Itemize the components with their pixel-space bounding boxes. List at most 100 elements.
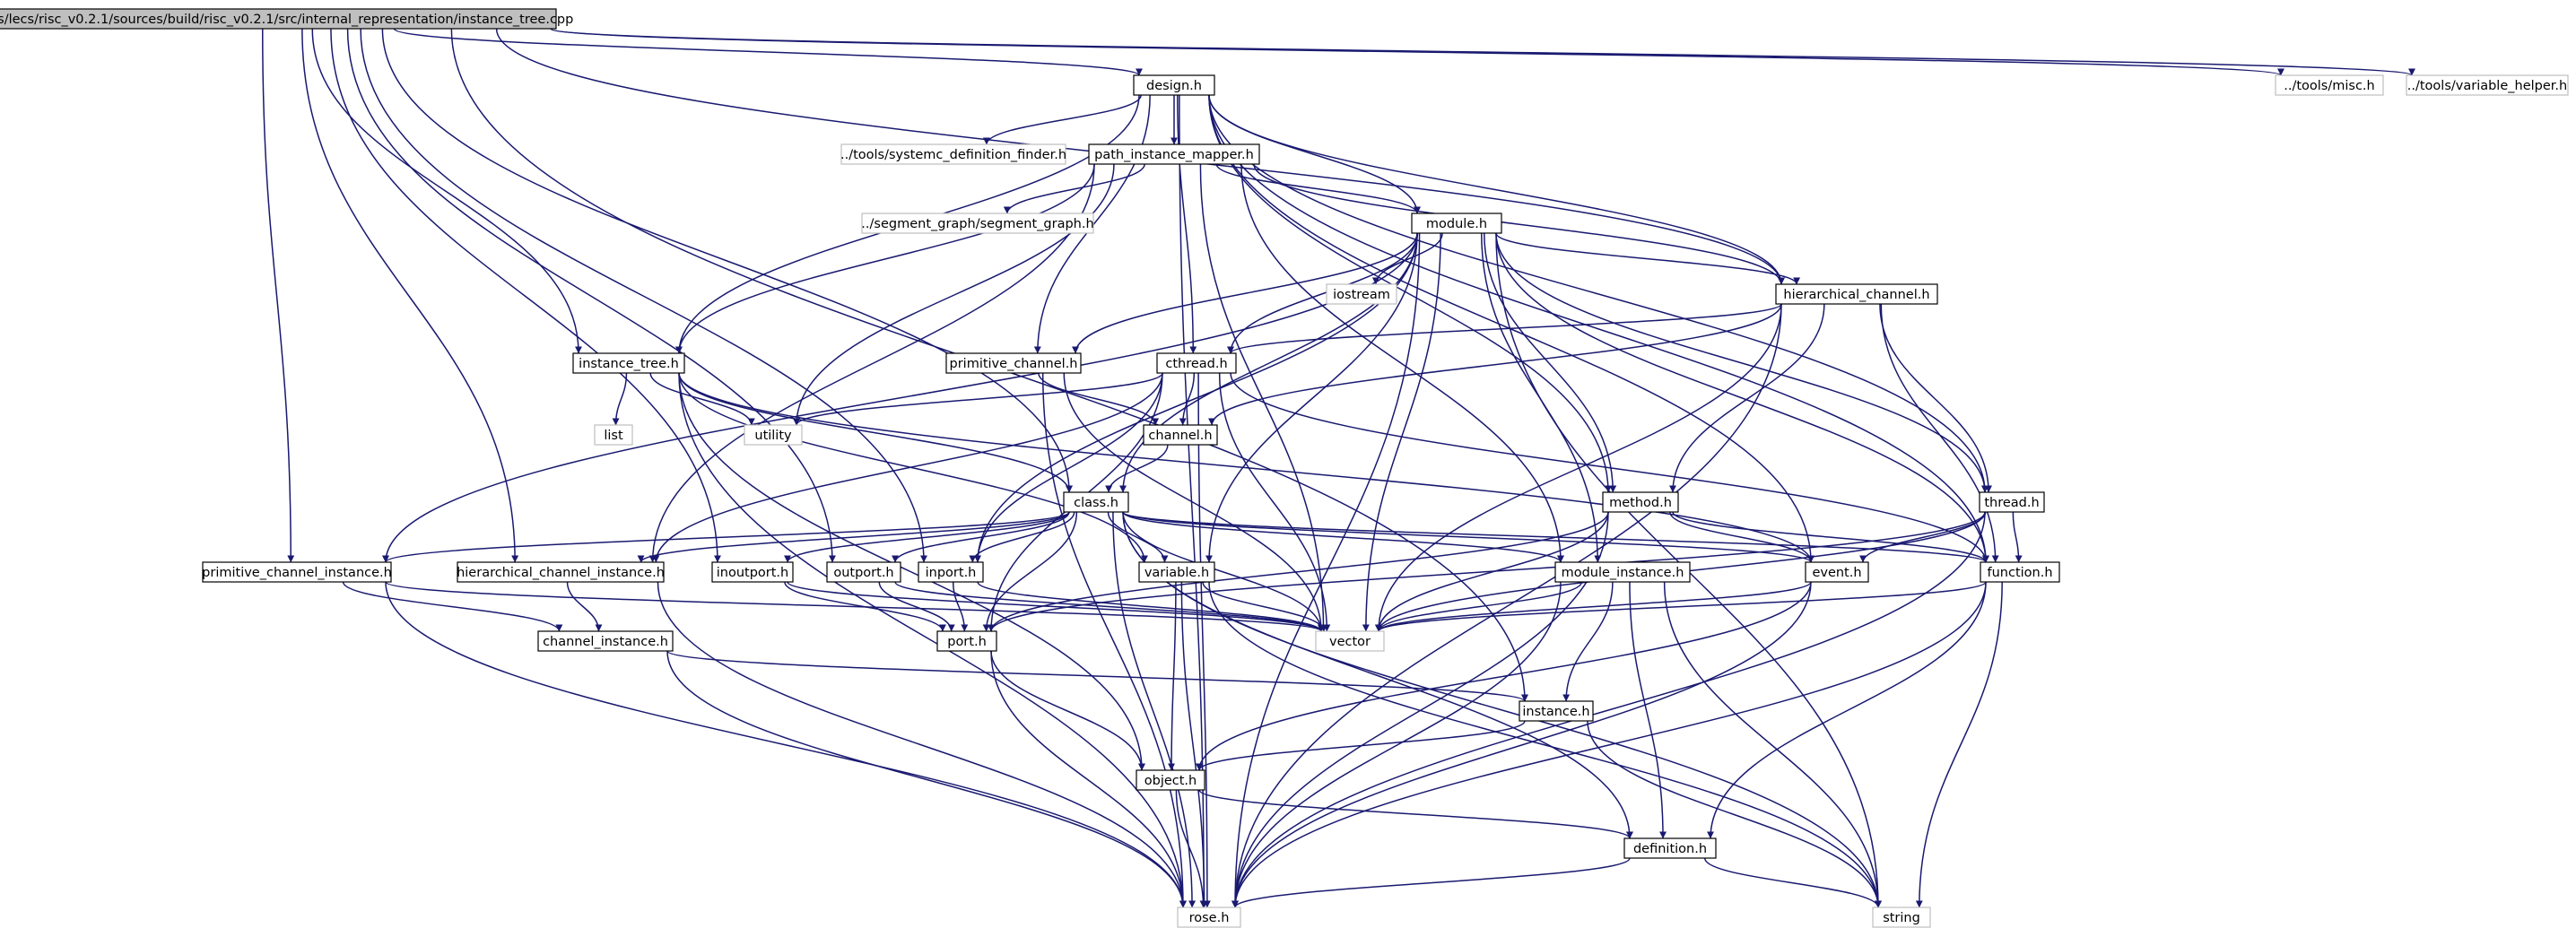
node-label-seggraph: ../segment_graph/segment_graph.h [861,217,1093,231]
node-variable[interactable]: variable.h [1138,561,1215,583]
node-channel[interactable]: channel.h [1143,424,1218,446]
node-label-pci: primitive_channel_instance.h [202,566,392,580]
edge-pci-to-rose [385,581,1187,908]
node-class[interactable]: class.h [1063,491,1129,513]
edge-pim-to-utility [793,163,1115,426]
edge-modinst-to-definition [1629,581,1667,839]
node-primch[interactable]: primitive_channel.h [945,352,1082,374]
edge-variable-to-rose [1180,581,1208,908]
node-root[interactable]: /local/lecs/lecs/risc_v0.2.1/sources/bui… [0,8,573,30]
node-label-list: list [604,429,623,443]
node-event[interactable]: event.h [1805,561,1869,583]
node-label-channel: channel.h [1148,429,1212,443]
edge-cthread-to-utility [793,372,1163,426]
edge-object-to-rose [1175,789,1207,908]
node-inport[interactable]: inport.h [918,561,984,583]
edge-channel-to-class [1105,444,1169,493]
edge-class-to-pci [382,511,1070,563]
edge-hierch-to-thread [1879,303,1993,493]
edge-root-to-inoutport [330,28,721,563]
node-label-method: method.h [1609,496,1672,510]
nodes-layer: /local/lecs/lecs/risc_v0.2.1/sources/bui… [0,8,2569,928]
node-thread[interactable]: thread.h [1979,491,2045,513]
node-label-string: string [1883,911,1920,925]
node-box-instance [1519,700,1594,722]
edge-module-to-class [1119,232,1418,493]
edge-root-to-varhelper [550,28,2415,76]
node-label-root: /local/lecs/lecs/risc_v0.2.1/sources/bui… [0,13,573,27]
edge-class-to-event [1122,511,1815,563]
node-box-seggraph [861,213,1094,234]
node-modinst[interactable]: module_instance.h [1554,561,1691,583]
node-box-outport [826,561,901,583]
node-label-inport: inport.h [926,566,977,580]
node-box-cthread [1156,352,1237,374]
node-box-hierch [1775,283,1938,305]
node-pci[interactable]: primitive_channel_instance.h [202,561,392,583]
edge-class-to-string [1122,511,1882,908]
node-label-design: design.h [1146,79,1202,93]
node-outport[interactable]: outport.h [826,561,901,583]
node-label-hierch: hierarchical_channel.h [1783,288,1929,302]
node-label-itree: instance_tree.h [579,357,679,371]
node-varhelper: ../tools/variable_helper.h [2406,74,2569,96]
node-inoutport[interactable]: inoutport.h [711,561,794,583]
node-iostream: iostream [1326,283,1397,305]
edge-itree-to-class [678,372,1073,493]
node-module[interactable]: module.h [1411,213,1502,234]
node-method[interactable]: method.h [1602,491,1679,513]
edge-event-to-object [1196,581,1812,771]
edge-outport-to-port [878,581,955,632]
node-box-rose [1177,907,1241,928]
edge-class-to-inoutport [784,511,1070,563]
node-object[interactable]: object.h [1136,769,1205,791]
edge-inport-to-port [952,581,969,632]
edge-chinst-to-instance [666,650,1528,702]
node-itree[interactable]: instance_tree.h [572,352,685,374]
node-box-definition [1623,837,1717,859]
node-label-primch: primitive_channel.h [950,357,1078,371]
node-label-modinst: module_instance.h [1562,566,1684,580]
node-label-sysdef: ../tools/systemc_definition_finder.h [840,148,1066,162]
node-label-event: event.h [1812,566,1861,580]
node-sysdef: ../tools/systemc_definition_finder.h [840,143,1066,165]
node-utility: utility [744,424,803,446]
edge-class-to-function [1122,511,1989,563]
edge-inoutport-to-port [784,581,946,632]
edge-module-to-thread [1495,232,1989,493]
node-label-instance: instance.h [1522,705,1589,719]
node-chinst[interactable]: channel_instance.h [537,630,674,652]
node-label-outport: outport.h [833,566,893,580]
node-hci[interactable]: hierarchical_channel_instance.h [457,561,665,583]
node-definition[interactable]: definition.h [1623,837,1717,859]
edge-module-to-function [1495,232,1989,563]
node-label-port: port.h [947,635,987,649]
edge-class-to-modinst [1122,511,1564,563]
edge-pci-to-vector [385,581,1325,632]
node-port[interactable]: port.h [936,630,997,652]
node-cthread[interactable]: cthread.h [1156,352,1237,374]
edge-hierch-to-function [1880,303,1999,563]
node-hierch[interactable]: hierarchical_channel.h [1775,283,1938,305]
edge-class-to-inport [969,511,1075,563]
node-label-variable: variable.h [1144,566,1209,580]
edge-thread-to-function [2012,511,2023,563]
node-list: list [594,424,633,446]
node-design[interactable]: design.h [1133,74,1215,96]
edge-cthread-to-channel [1179,372,1196,426]
node-pim[interactable]: path_instance_mapper.h [1088,143,1260,165]
edge-itree-to-rose [678,372,1187,908]
edge-root-to-hci [301,28,519,563]
node-instance[interactable]: instance.h [1519,700,1594,722]
node-box-string [1872,907,1931,928]
node-label-chinst: channel_instance.h [543,635,668,649]
node-function[interactable]: function.h [1980,561,2060,583]
edge-root-to-misc [550,28,2284,76]
node-label-hci: hierarchical_channel_instance.h [457,566,665,580]
edge-instance-to-object [1196,720,1526,771]
node-label-vector: vector [1329,635,1371,649]
node-box-varhelper [2406,74,2569,96]
node-box-inoutport [711,561,794,583]
edge-cthread-to-rose [1197,372,1211,908]
edge-function-to-string [1915,581,2003,908]
